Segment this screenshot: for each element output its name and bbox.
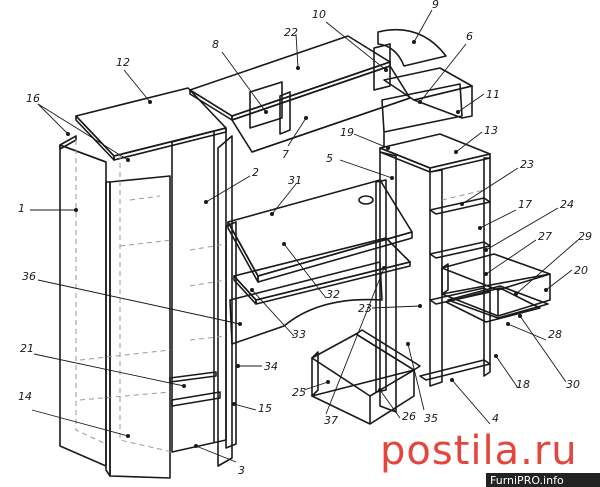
part-number: 35 xyxy=(424,412,438,425)
part-number: 28 xyxy=(548,328,562,341)
part-number: 18 xyxy=(516,378,530,391)
part-number: 10 xyxy=(312,8,326,21)
part-number: 4 xyxy=(492,412,499,425)
part-number: 27 xyxy=(538,230,552,243)
drawers xyxy=(311,253,551,425)
part-number: 13 xyxy=(484,124,498,137)
right-shelving xyxy=(379,133,491,413)
part-number: 33 xyxy=(292,328,306,341)
part-numbers: 1 2 3 4 5 6 7 8 9 10 11 12 13 14 15 16 1… xyxy=(18,0,592,477)
part-number: 23 xyxy=(520,158,534,171)
part-number: 34 xyxy=(264,360,278,373)
part-number: 2 xyxy=(252,166,259,179)
watermark-site-text: FurniPRO.info xyxy=(490,474,564,487)
part-number: 30 xyxy=(566,378,580,391)
part-number: 16 xyxy=(26,92,40,105)
part-number: 8 xyxy=(212,38,219,51)
part-number: 21 xyxy=(20,342,34,355)
part-number: 17 xyxy=(518,198,532,211)
part-number: 12 xyxy=(116,56,130,69)
part-number: 19 xyxy=(340,126,354,139)
watermark-site-bar xyxy=(486,473,600,487)
wardrobe-tower xyxy=(59,87,233,479)
part-number: 32 xyxy=(326,288,340,301)
part-number: 24 xyxy=(560,198,574,211)
part-number: 25 xyxy=(292,386,306,399)
part-number: 5 xyxy=(326,152,333,165)
part-number: 15 xyxy=(258,402,272,415)
part-number: 26 xyxy=(402,410,416,423)
part-number: 14 xyxy=(18,390,32,403)
desk xyxy=(189,179,413,449)
part-number: 23 xyxy=(358,302,372,315)
watermark: FurniPRO.info postila.ru xyxy=(380,428,600,487)
part-number: 9 xyxy=(432,0,439,11)
top-shelves xyxy=(189,28,473,153)
part-number: 29 xyxy=(578,230,592,243)
part-number: 31 xyxy=(288,174,302,187)
part-number: 36 xyxy=(22,270,36,283)
part-number: 20 xyxy=(574,264,588,277)
part-number: 1 xyxy=(18,202,25,215)
part-number: 3 xyxy=(238,464,245,477)
part-number: 22 xyxy=(284,26,298,39)
leader-lines xyxy=(30,9,579,463)
part-number: 7 xyxy=(282,148,289,161)
part-number: 6 xyxy=(466,30,473,43)
watermark-brand: postila.ru xyxy=(380,428,578,474)
part-number: 11 xyxy=(486,88,500,101)
part-number: 37 xyxy=(324,414,338,427)
